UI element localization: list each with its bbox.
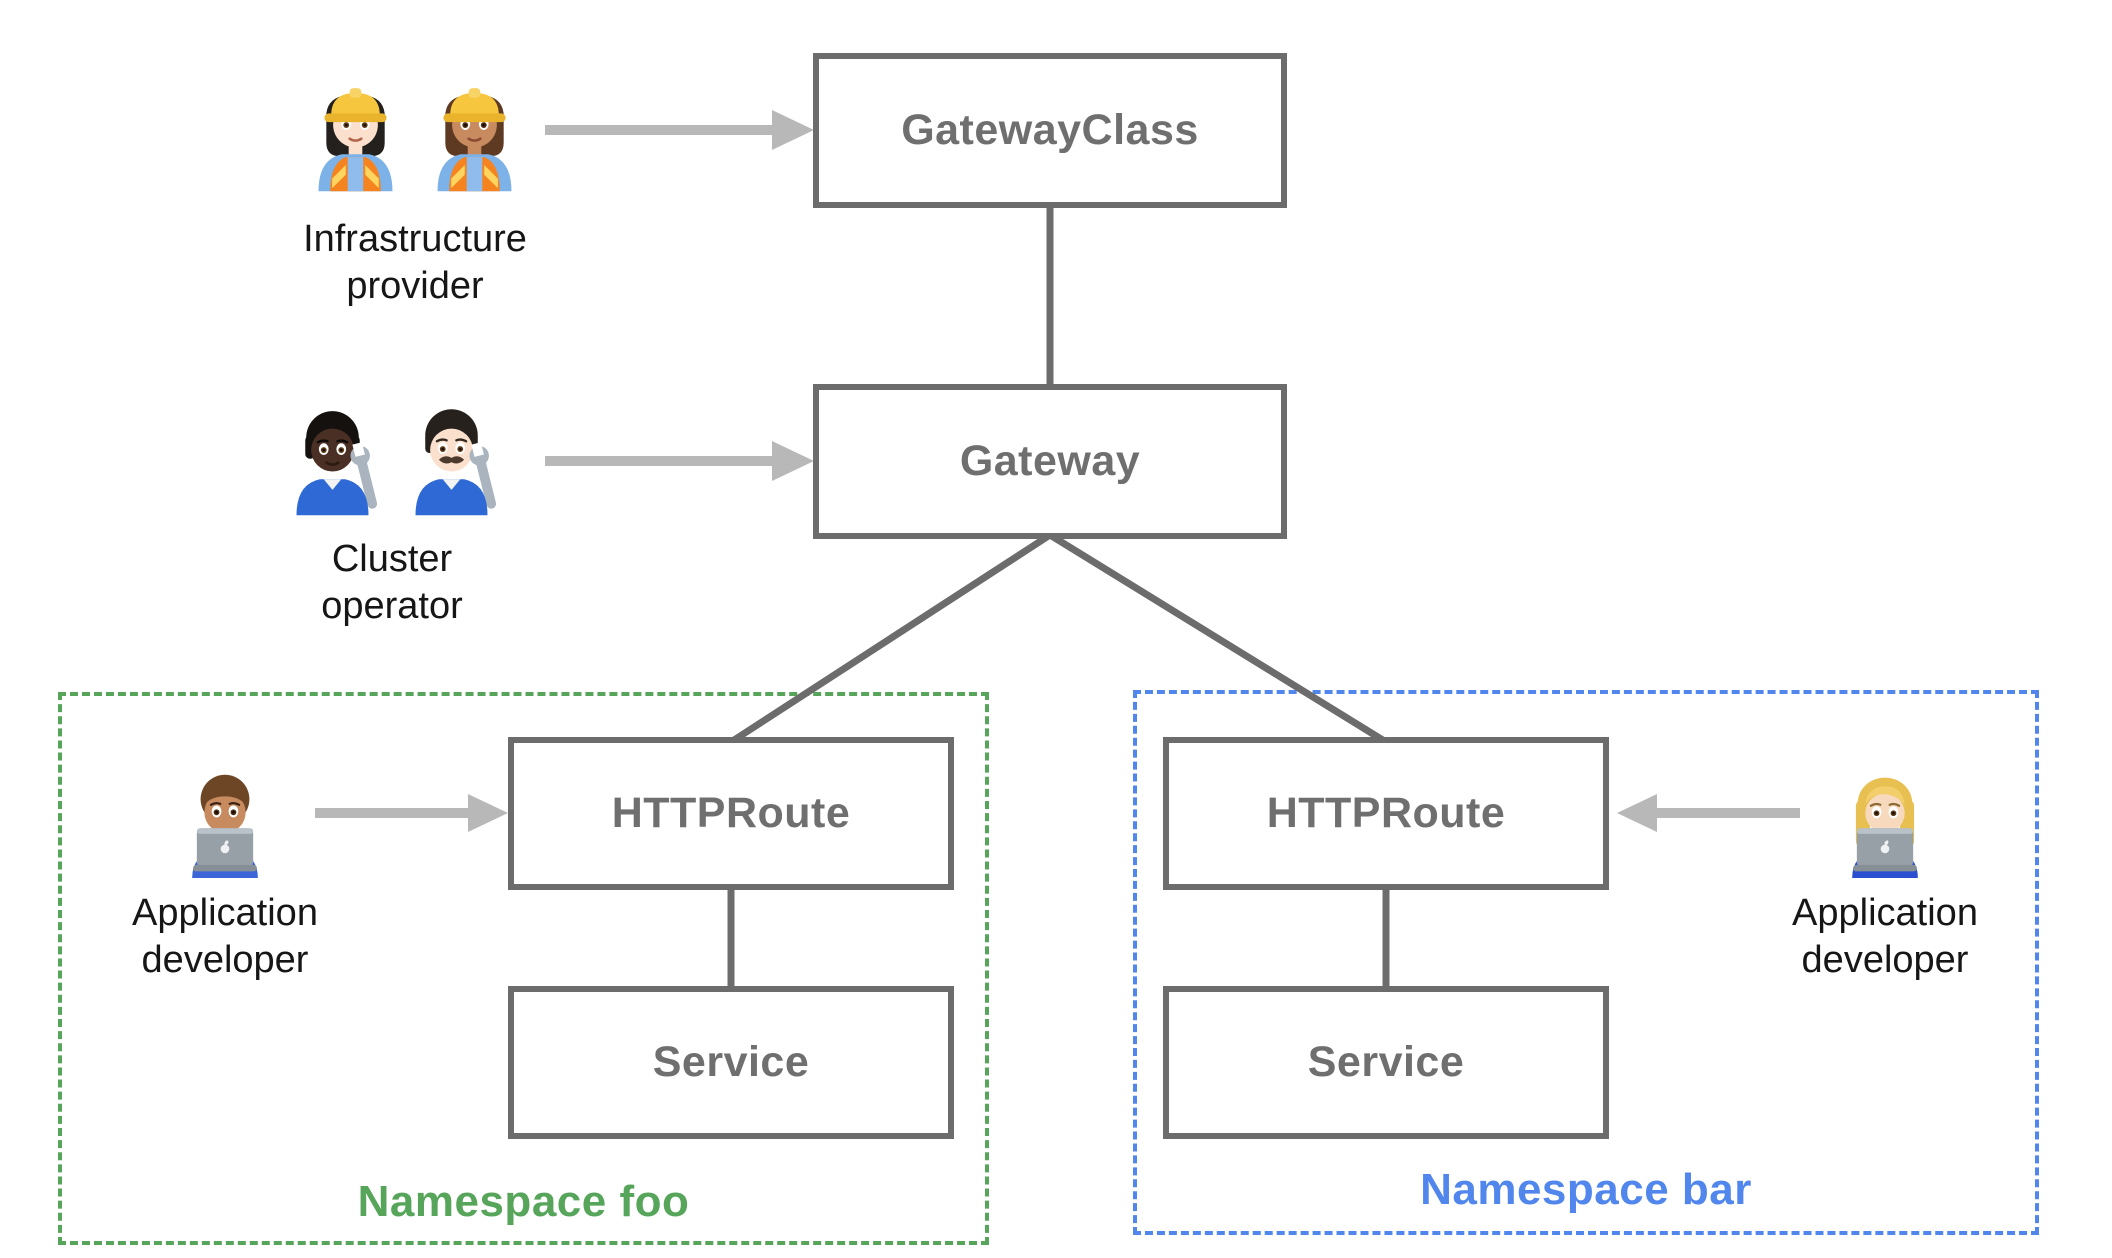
infrastructure-provider-icons xyxy=(302,64,528,192)
node-service-foo-label: Service xyxy=(652,1038,810,1086)
woman-construction-worker-light-icon xyxy=(318,88,393,192)
man-mechanic-light-icon xyxy=(415,409,497,516)
app-developer-foo-icons xyxy=(169,756,281,878)
cluster-operator-icons xyxy=(279,388,505,516)
woman-construction-worker-medium-icon xyxy=(437,88,512,192)
node-service-foo: Service xyxy=(508,986,954,1139)
cluster-operator-label: Cluster operator xyxy=(321,538,463,628)
infrastructure-provider-label: Infrastructure provider xyxy=(303,218,527,308)
node-httproute-foo: HTTPRoute xyxy=(508,737,954,890)
node-httproute-bar: HTTPRoute xyxy=(1163,737,1609,890)
namespace-bar-label: Namespace bar xyxy=(1420,1165,1752,1214)
node-httproute-foo-label: HTTPRoute xyxy=(611,789,851,837)
node-gateway: Gateway xyxy=(813,384,1287,539)
node-httproute-bar-label: HTTPRoute xyxy=(1266,789,1506,837)
node-gatewayclass-label: GatewayClass xyxy=(901,106,1199,154)
connector-gateway-httproute-foo xyxy=(729,532,1052,745)
namespace-bar-boundary: Namespace bar xyxy=(1133,690,2039,1235)
hierarchy-connectors xyxy=(727,206,1390,990)
app-developer-bar-label: Application developer xyxy=(1792,892,1978,982)
app-developer-bar-icons xyxy=(1829,756,1941,878)
woman-technologist-icon xyxy=(1852,777,1918,878)
namespace-foo-label: Namespace foo xyxy=(357,1177,690,1226)
man-technologist-icon xyxy=(192,774,258,878)
node-gatewayclass: GatewayClass xyxy=(813,53,1287,208)
connector-gateway-httproute-bar xyxy=(1048,532,1388,745)
persona-cluster-operator: Cluster operator xyxy=(272,388,512,630)
arrow-app-developer-bar-head xyxy=(1617,794,1657,832)
persona-arrows xyxy=(315,110,1800,832)
arrow-cluster-operator-head xyxy=(772,441,814,481)
persona-app-developer-foo: Application developer xyxy=(100,756,350,984)
arrow-infrastructure-provider-head xyxy=(772,110,814,150)
persona-infrastructure-provider: Infrastructure provider xyxy=(260,64,570,310)
namespace-foo-boundary: Namespace foo xyxy=(58,692,989,1245)
app-developer-foo-label: Application developer xyxy=(132,892,318,982)
node-service-bar: Service xyxy=(1163,986,1609,1139)
node-service-bar-label: Service xyxy=(1307,1038,1465,1086)
persona-app-developer-bar: Application developer xyxy=(1760,756,2010,984)
node-gateway-label: Gateway xyxy=(959,437,1141,485)
mechanic-dark-icon xyxy=(296,411,378,516)
arrow-app-developer-foo-head xyxy=(468,794,508,832)
